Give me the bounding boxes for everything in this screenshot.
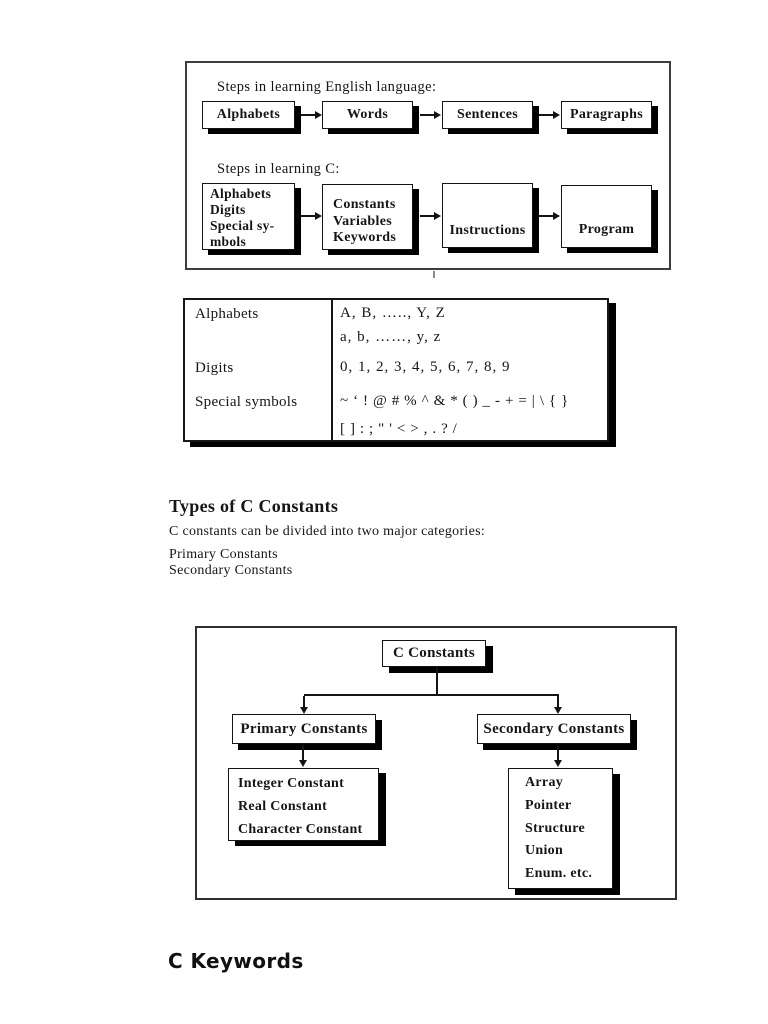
c-step-box-symbols: Alphabets Digits Special sy- mbols <box>202 183 295 250</box>
english-step-box-sentences: Sentences <box>442 101 533 129</box>
charset-value-upper-alphabets: A, B, ….., Y, Z <box>340 305 446 321</box>
constants-item-secondary: Secondary Constants <box>169 563 293 578</box>
down-arrow-connector <box>554 745 562 767</box>
list-item: Enum. etc. <box>525 866 593 882</box>
down-arrow-connector <box>300 696 308 714</box>
box-label: Secondary Constants <box>483 720 625 737</box>
tree-secondary-list-box: Array Pointer Structure Union Enum. etc. <box>508 768 613 889</box>
box-label: Instructions <box>449 223 526 238</box>
charset-value-symbols-1: ~ ‘ ! @ # % ^ & * ( ) _ - + = | \ { } <box>340 393 569 409</box>
charset-label-digits: Digits <box>195 360 234 376</box>
right-arrow-connector <box>301 111 322 119</box>
box-label: Sentences <box>456 107 519 122</box>
list-item: Integer Constant <box>238 776 345 791</box>
tree-stem-line <box>436 667 438 695</box>
list-item: Pointer <box>525 797 572 813</box>
right-arrow-connector <box>420 111 441 119</box>
keywords-heading: C Keywords <box>168 949 304 973</box>
box-label: C Constants <box>392 645 476 661</box>
tree-secondary-box: Secondary Constants <box>477 714 631 744</box>
right-arrow-connector <box>539 212 560 220</box>
tree-branch-line <box>304 694 559 696</box>
box-line: Keywords <box>333 230 397 245</box>
box-line: Constants <box>333 197 396 212</box>
charset-value-digits: 0, 1, 2, 3, 4, 5, 6, 7, 8, 9 <box>340 359 511 375</box>
charset-label-alphabets: Alphabets <box>195 306 259 322</box>
box-label: Paragraphs <box>570 107 643 122</box>
charset-value-symbols-2: [ ] : ; " ' < > , . ? / <box>340 421 458 437</box>
c-step-box-constants: Constants Variables Keywords <box>322 184 413 250</box>
constants-item-primary: Primary Constants <box>169 547 278 562</box>
english-step-box-alphabets: Alphabets <box>202 101 295 129</box>
list-item: Character Constant <box>238 821 363 837</box>
box-label: Primary Constants <box>240 720 368 737</box>
down-arrow-connector <box>299 745 307 767</box>
c-step-box-program: Program <box>561 185 652 248</box>
tree-primary-list-box: Integer Constant Real Constant Character… <box>228 768 379 841</box>
character-set-table: Alphabets A, B, ….., Y, Z a, b, ……, y, z… <box>183 298 609 442</box>
list-item: Array <box>525 775 564 790</box>
box-line: Digits <box>210 202 246 217</box>
table-column-divider <box>331 300 333 440</box>
constants-heading: Types of C Constants <box>169 496 339 516</box>
english-step-box-paragraphs: Paragraphs <box>561 101 652 129</box>
right-arrow-connector <box>539 111 560 119</box>
box-label: Alphabets <box>216 107 281 122</box>
english-step-box-words: Words <box>322 101 413 129</box>
c-step-box-instructions: Instructions <box>442 183 533 248</box>
charset-value-lower-alphabets: a, b, ……, y, z <box>340 329 442 345</box>
list-item: Real Constant <box>238 798 328 814</box>
box-line: mbols <box>210 234 247 249</box>
box-line: Alphabets <box>210 186 272 201</box>
constants-intro: C constants can be divided into two majo… <box>169 524 486 539</box>
box-label: Words <box>346 107 389 122</box>
down-arrow-connector <box>554 696 562 714</box>
charset-label-special-symbols: Special symbols <box>195 394 298 410</box>
english-steps-title: Steps in learning English language: <box>217 79 437 95</box>
box-line: Variables <box>333 213 392 229</box>
box-label: Program <box>578 222 635 237</box>
tree-root-box: C Constants <box>382 640 486 667</box>
list-item: Union <box>525 843 564 859</box>
list-item: Structure <box>525 820 585 836</box>
page-artifact-tick <box>433 271 435 278</box>
c-steps-title: Steps in learning C: <box>217 161 340 177</box>
box-line: Special sy- <box>210 218 275 233</box>
right-arrow-connector <box>420 212 441 220</box>
tree-primary-box: Primary Constants <box>232 714 376 744</box>
right-arrow-connector <box>301 212 322 220</box>
